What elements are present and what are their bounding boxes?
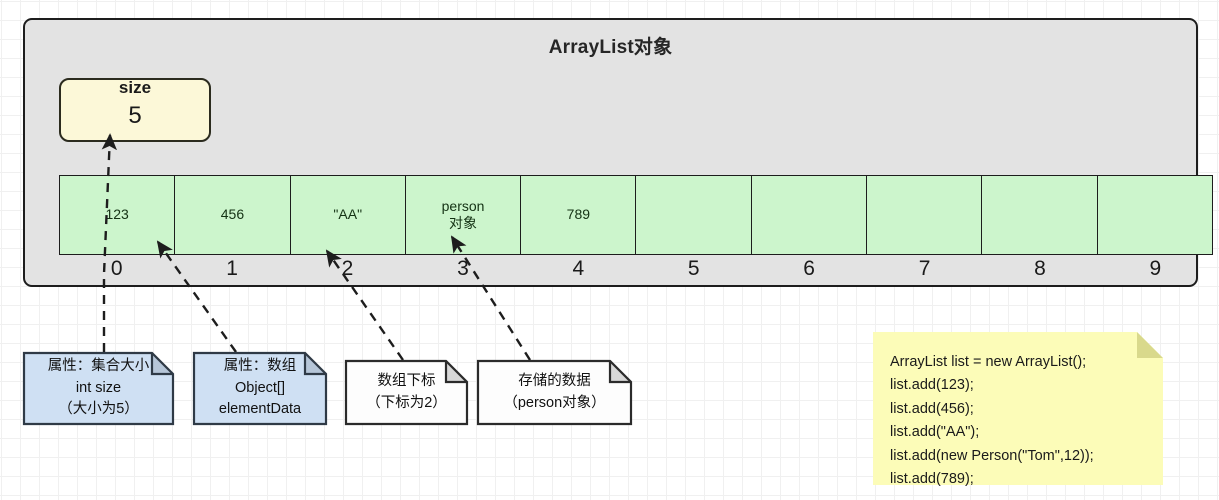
array-index-7: 7 — [918, 257, 931, 280]
page-title: ArrayList对象 — [548, 37, 673, 58]
size-field-value: 5 — [128, 102, 142, 129]
array-index-0: 0 — [110, 257, 123, 280]
array-index-9: 9 — [1149, 257, 1162, 280]
note-shape — [344, 359, 469, 426]
array-cell-value: person — [441, 197, 485, 214]
array-cell-0: 123 — [60, 176, 176, 254]
note-shape — [22, 351, 175, 426]
note-line: 属性：集合大小 — [47, 357, 150, 374]
note-shape — [192, 351, 328, 426]
note-line: （大小为5） — [58, 401, 139, 418]
size-field-label: size — [118, 78, 152, 97]
array-index-6: 6 — [803, 257, 815, 280]
array-cell-6 — [751, 176, 868, 254]
array-cell-value: 456 — [220, 206, 245, 223]
array-index-row: 0 1 2 3 4 5 6 7 8 9 — [59, 257, 1213, 291]
array-cell-value: "AA" — [333, 206, 363, 223]
note-line: （person对象） — [503, 394, 606, 411]
array-index-8: 8 — [1034, 257, 1046, 280]
array-index-2: 2 — [341, 257, 354, 280]
array-cell-2: "AA" — [290, 176, 406, 254]
note-line: int size — [75, 379, 122, 396]
code-line: ArrayList list = new ArrayList(); — [890, 354, 1087, 370]
array-cell-4: 789 — [521, 176, 637, 254]
note-text: 属性：数组 Object[] elementData — [219, 356, 301, 421]
array-index-4: 4 — [572, 257, 585, 280]
note-shape — [476, 359, 633, 426]
array-cell-8 — [982, 176, 1098, 254]
array-cell-value: 对象 — [449, 215, 478, 231]
code-line: list.add(456); — [890, 400, 974, 417]
note-line: elementData — [218, 401, 302, 418]
array-cell-7 — [867, 176, 983, 254]
array-index-1: 1 — [226, 257, 238, 280]
code-note-background — [873, 332, 1163, 485]
note-line: 属性：数组 — [223, 357, 297, 374]
note-stored-data: 存储的数据 （person对象） — [476, 359, 633, 426]
note-line: Object[] — [235, 379, 285, 396]
note-text: 属性：集合大小 int size （大小为5） — [48, 356, 150, 421]
array-cell-5 — [636, 176, 752, 254]
code-line: list.add(123); — [890, 377, 974, 394]
note-line: 数组下标 — [377, 372, 436, 389]
note-line: 存储的数据 — [518, 372, 591, 389]
array-index-3: 3 — [457, 257, 469, 280]
note-text: 存储的数据 （person对象） — [503, 371, 605, 415]
array-cell-value: 123 — [105, 206, 129, 223]
note-size-attribute: 属性：集合大小 int size （大小为5） — [22, 351, 175, 426]
code-sample-text: ArrayList list = new ArrayList(); list.ad… — [890, 351, 1163, 492]
code-line: list.add(new Person("Tom",12)); — [890, 447, 1094, 464]
size-field-box: size 5 — [59, 78, 211, 142]
note-text: 数组下标 （下标为2） — [366, 371, 447, 415]
note-line: （下标为2） — [366, 394, 447, 411]
array-index-5: 5 — [687, 257, 700, 280]
array-cell-value: 789 — [566, 206, 591, 223]
code-sample-note: ArrayList list = new ArrayList(); list.ad… — [873, 332, 1163, 487]
code-line: list.add(789); — [890, 471, 974, 488]
code-line: list.add("AA"); — [890, 424, 980, 441]
array-cell-9 — [1097, 176, 1212, 254]
note-array-index: 数组下标 （下标为2） — [344, 359, 469, 426]
note-array-attribute: 属性：数组 Object[] elementData — [192, 351, 328, 426]
array-cell-1: 456 — [175, 176, 291, 254]
